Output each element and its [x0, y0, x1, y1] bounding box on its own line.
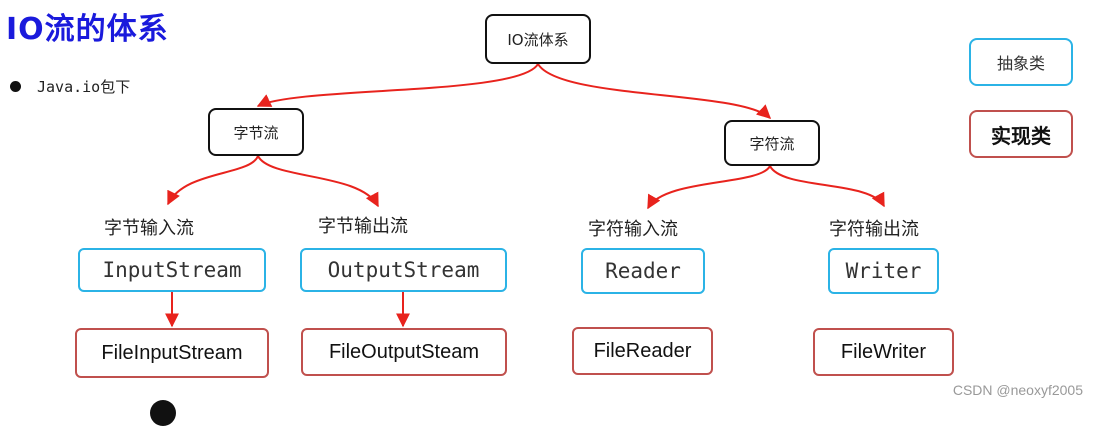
arrow-char-to-in: [647, 165, 771, 210]
connector-arrows: [165, 63, 885, 328]
root-node: IO流体系: [485, 14, 591, 64]
reader-node: Reader: [581, 248, 705, 294]
file-writer-node: FileWriter: [813, 328, 954, 376]
label-char-output: 字符输出流: [829, 219, 919, 240]
output-stream-node: OutputStream: [300, 248, 507, 292]
label-byte-input: 字节输入流: [104, 218, 194, 239]
label-byte-output: 字节输出流: [318, 216, 408, 237]
watermark: CSDN @neoxyf2005: [952, 382, 1083, 398]
arrow-char-to-out: [769, 165, 885, 208]
input-stream-node: InputStream: [78, 248, 266, 292]
file-input-stream-node: FileInputStream: [75, 328, 269, 378]
char-stream-node: 字符流: [724, 120, 820, 166]
bullet-text: Java.io包下: [37, 78, 131, 96]
arrow-root-to-char: [537, 63, 772, 119]
writer-node: Writer: [828, 248, 939, 294]
label-char-input: 字符输入流: [588, 219, 678, 240]
byte-stream-node: 字节流: [208, 108, 304, 156]
bullet-dot-icon: [10, 81, 21, 92]
legend-impl: 实现类: [969, 110, 1073, 158]
arrow-root-to-byte: [256, 63, 539, 107]
bullet-item: Java.io包下: [10, 76, 130, 97]
page-title: IO流的体系: [6, 12, 169, 47]
arrow-byte-to-in: [167, 155, 259, 206]
cursor-blob-icon: [150, 400, 176, 426]
file-output-steam-node: FileOutputSteam: [301, 328, 507, 376]
legend-abstract: 抽象类: [969, 38, 1073, 86]
arrow-byte-to-out: [257, 155, 379, 208]
file-reader-node: FileReader: [572, 327, 713, 375]
